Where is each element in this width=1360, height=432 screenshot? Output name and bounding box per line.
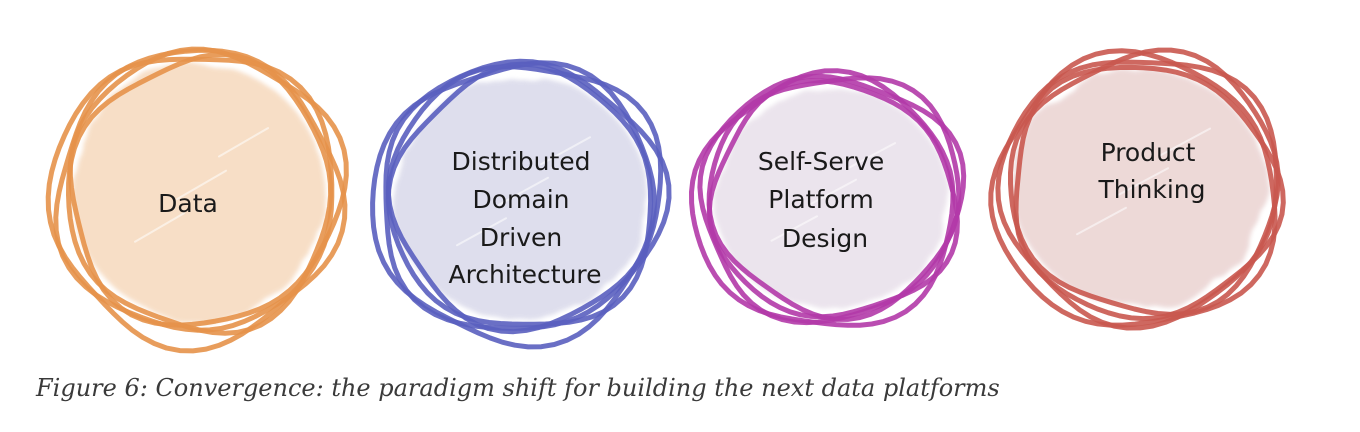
platform-sketch-stroke xyxy=(689,68,967,328)
ddd-label-line: Architecture xyxy=(448,260,601,289)
sketch-loop xyxy=(988,48,1278,328)
ddd-sketch-stroke xyxy=(370,58,672,350)
convergence-diagram: Data Distributed Domain Driven Architect… xyxy=(45,46,1286,354)
watercolor-wash xyxy=(72,64,324,320)
circle-distributed-domain-driven-architecture: Distributed Domain Driven Architecture xyxy=(370,58,672,350)
sketch-loop xyxy=(706,78,960,320)
circle-product-thinking: Product Thinking xyxy=(988,47,1286,331)
circle-self-serve-platform-design: Self-Serve Platform Design xyxy=(689,68,967,328)
brush-highlight xyxy=(1160,127,1211,156)
sketch-loop xyxy=(689,68,956,328)
product-label: Product Thinking xyxy=(1097,138,1205,204)
ddd-label: Distributed Domain Driven Architecture xyxy=(448,147,601,289)
platform-label-line: Self-Serve xyxy=(758,147,884,176)
platform-label-line: Platform xyxy=(768,185,873,214)
brush-highlight xyxy=(809,178,857,206)
brush-highlight xyxy=(218,127,269,158)
brush-highlight xyxy=(176,169,227,201)
sketch-loop xyxy=(1013,64,1286,322)
sketch-loop xyxy=(370,60,657,350)
watercolor-wash xyxy=(1014,69,1266,307)
data-label: Data xyxy=(158,189,218,218)
platform-watercolor-fill xyxy=(713,88,947,308)
data-label-line: Data xyxy=(158,189,218,218)
sketch-loop xyxy=(66,51,334,336)
platform-label: Self-Serve Platform Design xyxy=(758,147,892,253)
brush-highlight xyxy=(770,215,818,242)
sketch-loop xyxy=(995,59,1279,331)
sketch-loop xyxy=(1008,47,1281,317)
brush-highlight xyxy=(1118,167,1169,196)
product-watercolor-fill xyxy=(1014,69,1266,307)
product-label-line: Thinking xyxy=(1097,175,1205,204)
ddd-label-line: Distributed xyxy=(452,147,591,176)
brush-highlight xyxy=(848,142,896,169)
figure-caption: Figure 6: Convergence: the paradigm shif… xyxy=(36,374,1000,402)
data-watercolor-fill xyxy=(72,64,324,320)
brush-highlight xyxy=(498,176,549,206)
ddd-label-line: Domain xyxy=(473,185,570,214)
product-sketch-stroke xyxy=(988,47,1286,331)
brush-highlight xyxy=(540,136,591,166)
brush-highlight xyxy=(1076,206,1127,236)
watercolor-wash xyxy=(713,88,947,308)
product-label-line: Product xyxy=(1101,138,1196,167)
sketch-loop xyxy=(67,46,349,328)
data-sketch-stroke xyxy=(45,46,349,354)
brush-highlight xyxy=(456,217,507,247)
ddd-label-line: Driven xyxy=(480,223,563,252)
watercolor-wash xyxy=(394,76,646,320)
brush-highlight xyxy=(134,212,185,243)
platform-label-line: Design xyxy=(782,224,868,253)
ddd-watercolor-fill xyxy=(394,76,646,320)
sketch-loop xyxy=(385,61,654,327)
circle-data: Data xyxy=(45,46,349,354)
